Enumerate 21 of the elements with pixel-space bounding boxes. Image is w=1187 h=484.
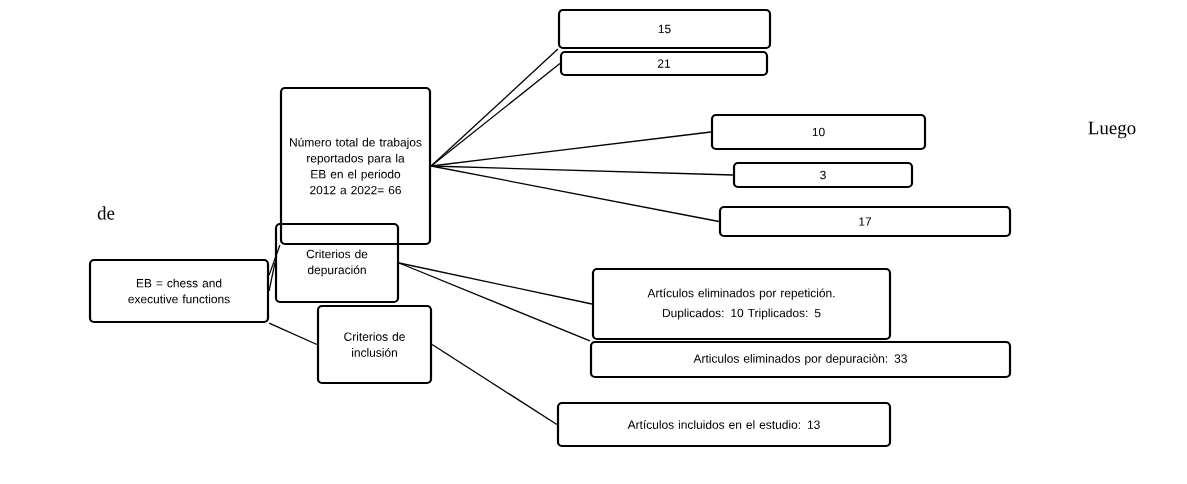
text-label: de	[97, 206, 115, 220]
connector-line	[430, 165, 720, 223]
text-box: 3	[732, 161, 914, 189]
connector-line	[431, 343, 558, 426]
connector-line	[268, 262, 276, 292]
text-label: Luego	[1088, 121, 1136, 139]
text-box: EB = chess and executive functions	[88, 258, 270, 324]
text-box: 15	[557, 8, 772, 50]
text-box: Número total de trabajos reportados para la EB en el periodo 2012 a 2022= 66	[279, 86, 432, 246]
text-box: Artículos eliminados por repetición. Duplicados: 10 Triplicados: 5	[591, 267, 892, 341]
text-box: Articulos eliminados por depuraciòn: 33	[589, 340, 1012, 379]
text-box: 21	[559, 50, 769, 77]
text-box: Criterios de depuración	[274, 222, 400, 304]
connector-line	[398, 262, 591, 342]
text-box: 10	[710, 113, 927, 151]
text-box: 17	[718, 205, 1012, 238]
connector-line	[430, 165, 734, 176]
connector-line	[268, 244, 281, 276]
text-box: Artículos incluidos en el estudio: 13	[556, 401, 892, 448]
connector-line	[268, 322, 318, 346]
text-box: Criterios de inclusión	[316, 304, 433, 385]
